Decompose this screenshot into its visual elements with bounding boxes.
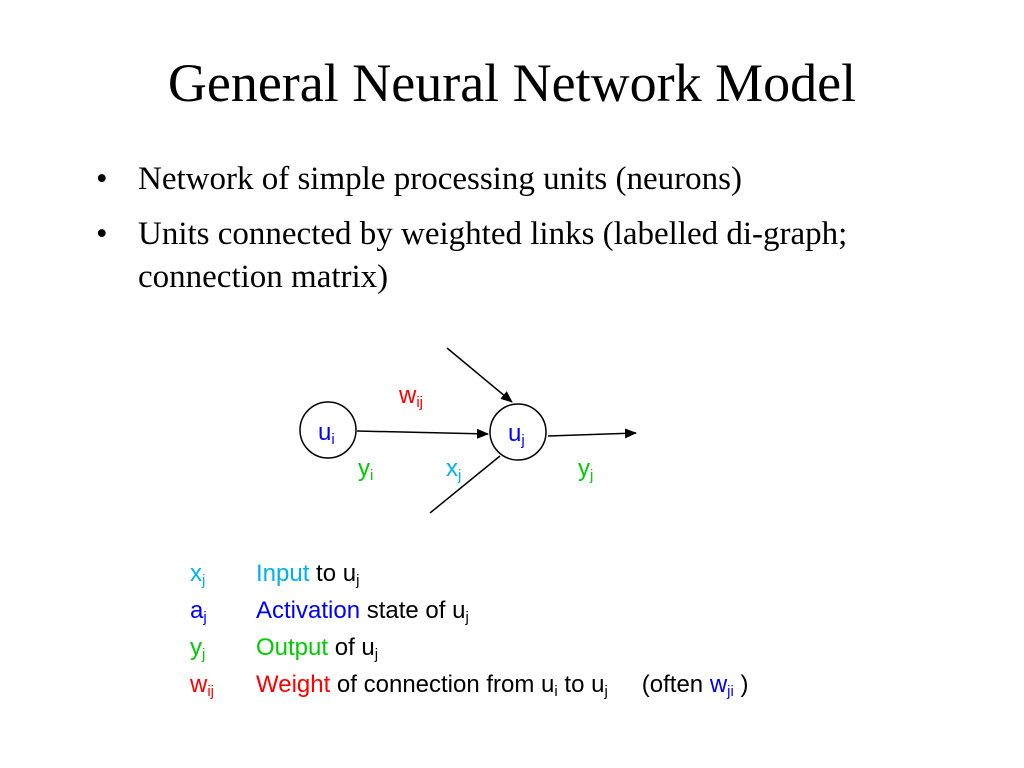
legend-note-close: ) bbox=[733, 671, 749, 698]
legend-description: Input to uj bbox=[256, 560, 359, 589]
legend-description: Activation state of uj bbox=[256, 597, 469, 626]
legend-symbol-sub: ij bbox=[207, 683, 215, 700]
node-i-label: ui bbox=[318, 419, 335, 448]
weight-sub: ij bbox=[416, 394, 423, 411]
yj-label: yj bbox=[578, 455, 593, 484]
legend-text-sub: j bbox=[356, 572, 360, 589]
edge-output bbox=[547, 428, 637, 439]
legend-symbol: wij bbox=[190, 671, 214, 700]
weight-base: w bbox=[398, 382, 417, 409]
yj-base: y bbox=[578, 455, 590, 482]
legend-symbol-sub: j bbox=[202, 646, 206, 663]
legend-text-sub: j bbox=[465, 609, 469, 626]
legend-symbol-base: w bbox=[190, 671, 208, 698]
legend-note-symbol: w bbox=[709, 671, 728, 698]
legend-term: Weight bbox=[256, 671, 331, 698]
legend-symbol-base: x bbox=[190, 560, 202, 587]
legend-symbol: yj bbox=[190, 634, 205, 663]
legend-note-sub: ji bbox=[727, 683, 734, 700]
legend-symbol-base: y bbox=[190, 634, 202, 661]
legend-text: state of u bbox=[360, 597, 466, 624]
legend-text-sub: j bbox=[374, 646, 379, 663]
legend-text-sub: j bbox=[604, 683, 608, 700]
legend-symbol-sub: j bbox=[202, 572, 206, 589]
legend-description: Output of uj bbox=[256, 634, 378, 663]
legend-description: Weight of connection from ui to uj (often… bbox=[256, 671, 749, 700]
legend-text: of u bbox=[328, 634, 375, 661]
legend-text: to u bbox=[557, 671, 605, 698]
edge-input-top bbox=[446, 347, 513, 403]
legend-term: Output bbox=[256, 634, 329, 661]
edge-input-bottom bbox=[429, 455, 501, 514]
bullet-item: • Units connected by weighted links (lab… bbox=[96, 213, 936, 299]
yi-base: y bbox=[358, 455, 370, 482]
weight-label: wij bbox=[398, 382, 423, 411]
node-j-label: uj bbox=[508, 420, 525, 449]
edge-i-to-j bbox=[356, 428, 489, 439]
yi-label: yi bbox=[358, 455, 373, 484]
xj-sub: j bbox=[457, 467, 461, 484]
node-j-base: u bbox=[508, 420, 521, 447]
node-j-circle bbox=[489, 403, 547, 461]
bullet-dot: • bbox=[96, 161, 108, 197]
slide-title: General Neural Network Model bbox=[167, 53, 857, 113]
bullet-text: Units connected by weighted links (label… bbox=[138, 216, 848, 295]
bullet-item: • Network of simple processing units (ne… bbox=[96, 158, 936, 201]
node-i-circle bbox=[299, 401, 357, 459]
legend-symbol-sub: j bbox=[203, 609, 207, 626]
node-i-base: u bbox=[318, 419, 331, 446]
bullet-dot: • bbox=[96, 216, 108, 252]
bullet-text: Network of simple processing units (neur… bbox=[138, 161, 742, 197]
legend-symbol: aj bbox=[190, 597, 207, 626]
node-j-sub: j bbox=[520, 432, 524, 449]
legend-term: Input bbox=[256, 560, 310, 587]
legend-text-sub: i bbox=[554, 683, 558, 700]
legend-text: of connection from u bbox=[330, 671, 555, 698]
node-i-sub: i bbox=[331, 431, 334, 448]
legend-term: Activation bbox=[256, 597, 361, 624]
xj-label: xj bbox=[446, 455, 461, 484]
legend-text: to u bbox=[309, 560, 357, 587]
legend-note-open: (often bbox=[641, 671, 710, 698]
yj-sub: j bbox=[589, 467, 593, 484]
xj-base: x bbox=[446, 455, 458, 482]
yi-sub: i bbox=[370, 467, 373, 484]
legend-symbol: xj bbox=[190, 560, 205, 589]
bullet-list: • Network of simple processing units (ne… bbox=[96, 158, 936, 311]
legend-symbol-base: a bbox=[190, 597, 204, 624]
